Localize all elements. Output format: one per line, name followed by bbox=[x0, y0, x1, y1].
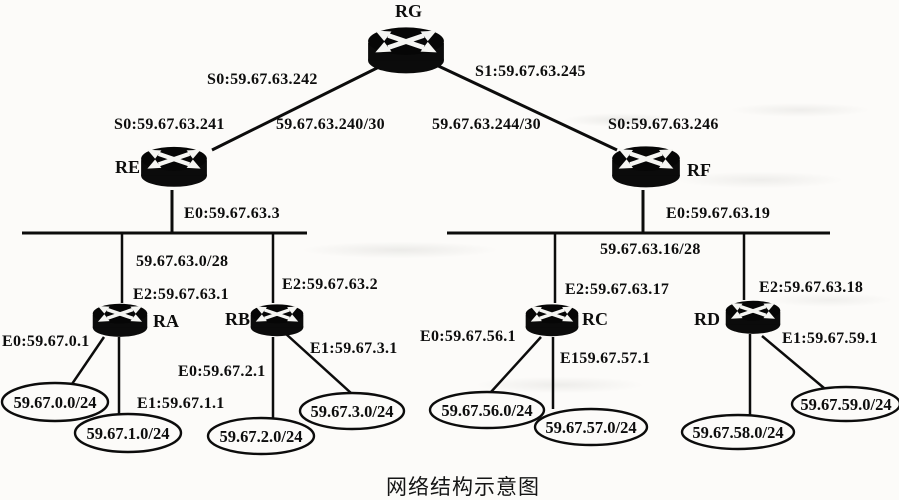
link-RG-to-RF bbox=[431, 61, 618, 152]
interface-label: S0:59.67.63.246 bbox=[608, 116, 719, 133]
router-icon-ra bbox=[91, 299, 149, 341]
interface-label: E0:59.67.56.1 bbox=[420, 328, 516, 345]
router-label-ra: RA bbox=[153, 311, 179, 331]
subnet-ellipse bbox=[206, 416, 316, 456]
subnet-ellipse bbox=[428, 390, 546, 430]
router-label-rc: RC bbox=[582, 309, 608, 329]
router-glyph bbox=[92, 303, 148, 337]
router-icon-re bbox=[139, 140, 209, 193]
interface-label: E159.67.57.1 bbox=[560, 350, 651, 367]
router-glyph bbox=[368, 27, 444, 74]
router-icon-rb bbox=[249, 299, 305, 341]
link-RG-to-RE bbox=[211, 65, 380, 152]
subnet-ellipse bbox=[533, 407, 649, 447]
interface-label: E0:59.67.0.1 bbox=[2, 333, 90, 350]
router-label-rf: RF bbox=[687, 160, 711, 180]
subnet-label: 59.67.0.0/24 bbox=[14, 393, 97, 412]
link-RD-to-59.67.59.0/24 bbox=[761, 335, 825, 389]
subnet-label: 59.67.58.0/24 bbox=[692, 423, 783, 442]
interface-label: S1:59.67.63.245 bbox=[475, 63, 586, 80]
interface-label: E1:59.67.1.1 bbox=[137, 395, 225, 412]
interface-label: E0:59.67.63.3 bbox=[184, 205, 280, 222]
subnet-label: 59.67.57.0/24 bbox=[545, 418, 636, 437]
interface-label: E0:59.67.63.19 bbox=[666, 205, 771, 222]
interface-label: S0:59.67.63.241 bbox=[114, 116, 225, 133]
router-label-rd: RD bbox=[694, 309, 720, 329]
link-RA-to-59.67.0.0/24 bbox=[70, 336, 106, 385]
subnet-ellipse bbox=[298, 391, 406, 431]
interface-label: E1:59.67.59.1 bbox=[782, 330, 878, 347]
interface-label: E1:59.67.3.1 bbox=[310, 340, 398, 357]
interface-label: E2:59.67.63.2 bbox=[282, 276, 378, 293]
router-glyph bbox=[612, 146, 680, 188]
interface-label: E2:59.67.63.18 bbox=[759, 279, 864, 296]
interface-label: S0:59.67.63.242 bbox=[207, 71, 318, 88]
subnet-label: 59.67.1.0/24 bbox=[87, 424, 170, 443]
subnet-ellipse bbox=[73, 412, 183, 454]
link-RB-to-59.67.3.0/24 bbox=[285, 333, 352, 394]
router-glyph bbox=[141, 146, 207, 187]
router-glyph bbox=[525, 304, 579, 337]
interface-label: E0:59.67.2.1 bbox=[178, 363, 266, 380]
subnet-label: 59.67.3.0/24 bbox=[311, 402, 394, 421]
router-glyph bbox=[250, 304, 304, 337]
subnet-ellipse bbox=[680, 413, 796, 451]
router-icon-rf bbox=[610, 140, 682, 193]
interface-label: 59.67.63.244/30 bbox=[432, 116, 541, 133]
subnet-ellipse bbox=[0, 381, 110, 423]
subnet-label: 59.67.2.0/24 bbox=[220, 427, 303, 446]
interface-label: E2:59.67.63.17 bbox=[565, 281, 670, 298]
interface-label: E2:59.67.63.1 bbox=[133, 286, 229, 303]
interface-label: 59.67.63.0/28 bbox=[136, 253, 229, 270]
subnet-label: 59.67.56.0/24 bbox=[441, 401, 532, 420]
router-icon-rc bbox=[524, 299, 580, 341]
router-label-rg: RG bbox=[395, 1, 422, 21]
router-icon-rg bbox=[363, 25, 449, 75]
subnet-label: 59.67.59.0/24 bbox=[800, 395, 891, 414]
router-label-rb: RB bbox=[225, 309, 251, 329]
interface-label: 59.67.63.240/30 bbox=[276, 116, 385, 133]
link-RC-to-59.67.56.0/24 bbox=[490, 336, 542, 393]
router-icon-rd bbox=[724, 296, 782, 338]
interface-label: 59.67.63.16/28 bbox=[600, 241, 701, 258]
router-glyph bbox=[725, 300, 781, 334]
router-label-re: RE bbox=[115, 157, 141, 177]
subnet-ellipse bbox=[790, 385, 899, 423]
diagram-caption: 网络结构示意图 bbox=[386, 475, 540, 499]
